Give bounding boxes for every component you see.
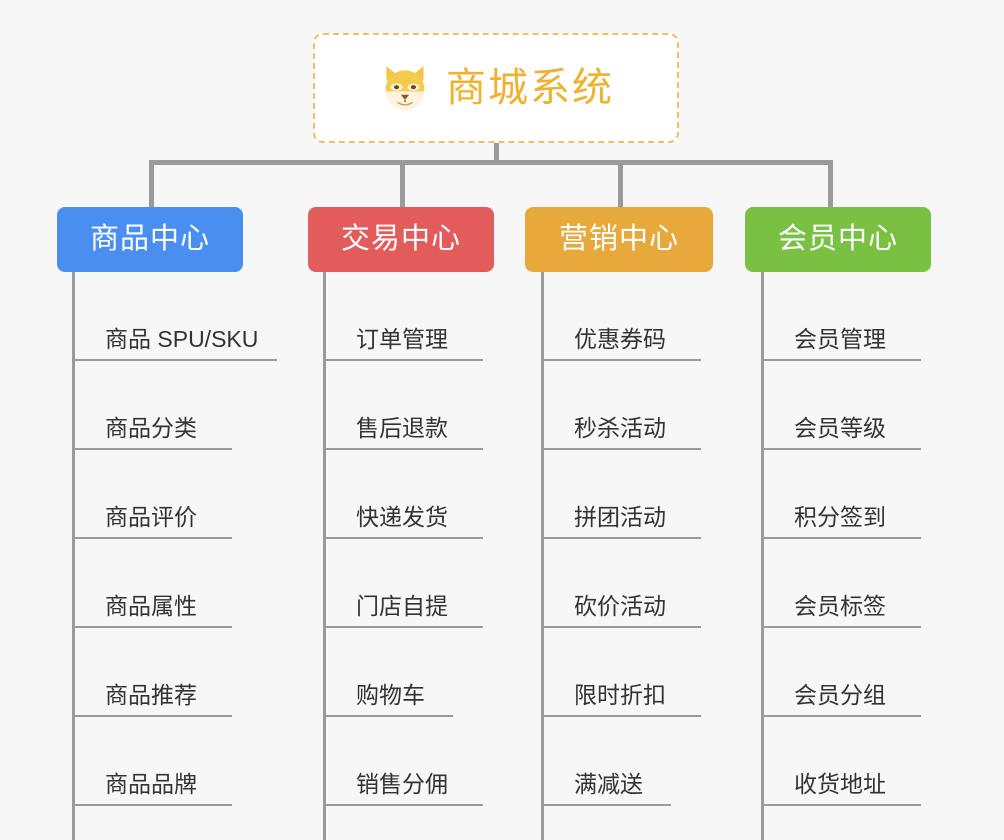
- leaf-label: 购物车: [356, 682, 425, 708]
- column-spine-2: [323, 272, 326, 840]
- leaf-label: 秒杀活动: [574, 415, 666, 441]
- root-node[interactable]: 商城系统: [313, 33, 679, 143]
- leaf-label: 销售分佣: [356, 771, 448, 797]
- list-item[interactable]: 售后退款: [323, 361, 483, 450]
- leaf-column-4: 会员管理 会员等级 积分签到 会员标签 会员分组 收货地址: [761, 272, 921, 840]
- leaf-label: 商品分类: [105, 415, 197, 441]
- list-item[interactable]: 优惠券码: [541, 272, 701, 361]
- category-label-2: 交易中心: [340, 223, 461, 255]
- connector-drop-3: [618, 160, 623, 207]
- column-spine-4: [761, 272, 764, 840]
- shiba-dog-icon: [385, 66, 425, 111]
- category-label-3: 营销中心: [558, 223, 679, 255]
- leaf-label: 会员等级: [794, 415, 886, 441]
- list-item[interactable]: 会员等级: [761, 361, 921, 450]
- leaf-label: 快递发货: [356, 504, 448, 530]
- leaf-label: 收货地址: [794, 771, 886, 797]
- list-item[interactable]: 限时折扣: [541, 628, 701, 717]
- list-item[interactable]: 商品分类: [72, 361, 232, 450]
- connector-root-stem: [494, 143, 499, 163]
- root-title: 商城系统: [446, 66, 614, 110]
- leaf-label: 会员管理: [794, 326, 886, 352]
- connector-horizontal-bus: [149, 160, 831, 165]
- column-spine-3: [541, 272, 544, 840]
- leaf-column-3: 优惠券码 秒杀活动 拼团活动 砍价活动 限时折扣 满减送: [541, 272, 701, 840]
- list-item[interactable]: 商品品牌: [72, 717, 232, 806]
- list-item[interactable]: 砍价活动: [541, 539, 701, 628]
- leaf-label: 订单管理: [356, 326, 448, 352]
- list-item[interactable]: 商品 SPU/SKU: [72, 272, 277, 361]
- category-label-1: 商品中心: [89, 223, 210, 255]
- connector-drop-4: [828, 160, 833, 207]
- leaf-label: 商品品牌: [105, 771, 197, 797]
- list-item[interactable]: 商品属性: [72, 539, 232, 628]
- list-item[interactable]: 拼团活动: [541, 450, 701, 539]
- category-box-2[interactable]: 交易中心: [308, 207, 494, 272]
- leaf-label: 售后退款: [356, 415, 448, 441]
- connector-drop-1: [149, 160, 154, 207]
- column-spine-1: [72, 272, 75, 840]
- category-box-4[interactable]: 会员中心: [745, 207, 931, 272]
- list-item[interactable]: 门店自提: [323, 539, 483, 628]
- leaf-label: 商品推荐: [105, 682, 197, 708]
- leaf-column-2: 订单管理 售后退款 快递发货 门店自提 购物车 销售分佣: [323, 272, 483, 840]
- leaf-label: 会员标签: [794, 593, 886, 619]
- leaf-label: 优惠券码: [574, 326, 666, 352]
- leaf-label: 商品属性: [105, 593, 197, 619]
- list-item[interactable]: 收货地址: [761, 717, 921, 806]
- leaf-label: 满减送: [574, 771, 643, 797]
- list-item[interactable]: 积分签到: [761, 450, 921, 539]
- leaf-label: 门店自提: [356, 593, 448, 619]
- list-item[interactable]: 商品评价: [72, 450, 232, 539]
- leaf-label: 商品评价: [105, 504, 197, 530]
- leaf-column-1: 商品 SPU/SKU 商品分类 商品评价 商品属性 商品推荐 商品品牌: [72, 272, 277, 840]
- list-item[interactable]: 满减送: [541, 717, 671, 806]
- list-item[interactable]: 销售分佣: [323, 717, 483, 806]
- leaf-label: 商品 SPU/SKU: [105, 326, 259, 352]
- leaf-label: 砍价活动: [574, 593, 666, 619]
- category-box-3[interactable]: 营销中心: [525, 207, 713, 272]
- list-item[interactable]: 商品推荐: [72, 628, 232, 717]
- list-item[interactable]: 秒杀活动: [541, 361, 701, 450]
- leaf-label: 限时折扣: [574, 682, 666, 708]
- leaf-label: 积分签到: [794, 504, 886, 530]
- list-item[interactable]: 快递发货: [323, 450, 483, 539]
- connector-drop-2: [400, 160, 405, 207]
- list-item[interactable]: 会员管理: [761, 272, 921, 361]
- category-label-4: 会员中心: [777, 223, 898, 255]
- leaf-label: 拼团活动: [574, 504, 666, 530]
- leaf-label: 会员分组: [794, 682, 886, 708]
- list-item[interactable]: 会员标签: [761, 539, 921, 628]
- list-item[interactable]: 会员分组: [761, 628, 921, 717]
- list-item[interactable]: 订单管理: [323, 272, 483, 361]
- category-box-1[interactable]: 商品中心: [57, 207, 243, 272]
- list-item[interactable]: 购物车: [323, 628, 453, 717]
